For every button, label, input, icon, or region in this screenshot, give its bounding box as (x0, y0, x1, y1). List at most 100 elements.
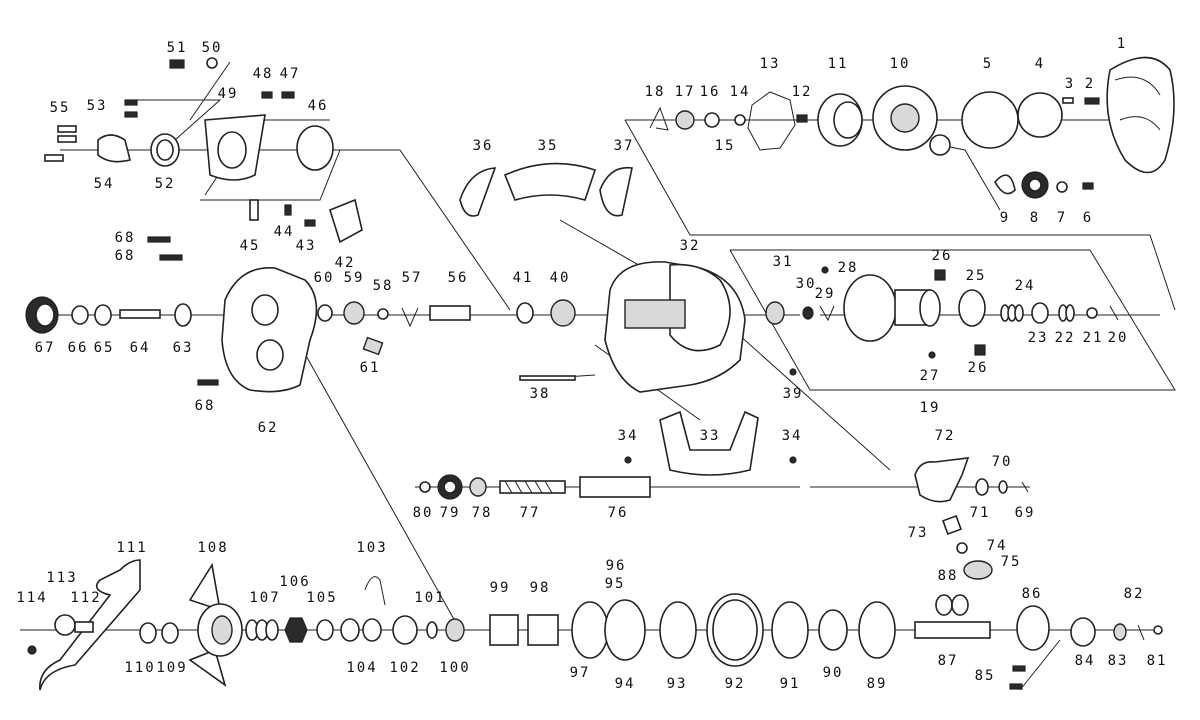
part-label-90: 90 (823, 665, 844, 681)
part-label-46: 46 (308, 98, 329, 114)
part-label-67: 67 (35, 340, 56, 356)
part-label-61: 61 (360, 360, 381, 376)
part-label-101: 101 (414, 590, 445, 606)
part-label-77: 77 (520, 505, 541, 521)
parts (25, 56, 1175, 691)
part-label-68b: 68 (115, 248, 136, 264)
part-label-73: 73 (908, 525, 929, 541)
part-label-93: 93 (667, 676, 688, 692)
part-label-7: 7 (1057, 210, 1067, 226)
part-label-71: 71 (970, 505, 991, 521)
drive-gear-part (604, 599, 646, 661)
part-label-70: 70 (992, 454, 1013, 470)
line-guide-part (914, 457, 970, 503)
part-label-79: 79 (440, 505, 461, 521)
nut-part (284, 617, 308, 643)
part-label-33: 33 (700, 428, 721, 444)
part-label-94: 94 (615, 676, 636, 692)
part-label-64: 64 (130, 340, 151, 356)
part-label-38: 38 (530, 386, 551, 402)
part-label-50: 50 (202, 40, 223, 56)
part-label-10: 10 (890, 56, 911, 72)
part-label-18: 18 (645, 84, 666, 100)
part-label-40: 40 (550, 270, 571, 286)
side-cover-part (1106, 56, 1175, 174)
part-label-110: 110 (124, 660, 155, 676)
part-label-69: 69 (1015, 505, 1036, 521)
part-label-84: 84 (1075, 653, 1096, 669)
part-label-53: 53 (87, 98, 108, 114)
part-label-41: 41 (513, 270, 534, 286)
part-label-80: 80 (413, 505, 434, 521)
part-label-1: 1 (1117, 36, 1127, 52)
part-label-102: 102 (389, 660, 420, 676)
part-label-4: 4 (1035, 56, 1045, 72)
part-label-75: 75 (1001, 554, 1022, 570)
part-label-28: 28 (838, 260, 859, 276)
part-label-11: 11 (828, 56, 849, 72)
part-label-89: 89 (867, 676, 888, 692)
part-label-36: 36 (473, 138, 494, 154)
part-number-labels: 1234567891011121314151617181920212223242… (16, 36, 1168, 692)
part-label-20: 20 (1108, 330, 1129, 346)
part-label-22: 22 (1055, 330, 1076, 346)
part-label-100: 100 (439, 660, 470, 676)
part-label-49: 49 (218, 86, 239, 102)
part-label-82: 82 (1124, 586, 1145, 602)
part-label-26a: 26 (932, 248, 953, 264)
part-label-48: 48 (253, 66, 274, 82)
part-label-24: 24 (1015, 278, 1036, 294)
part-label-55: 55 (50, 100, 71, 116)
part-label-30: 30 (796, 276, 817, 292)
roller-bearing-part (489, 614, 519, 646)
part-label-72: 72 (935, 428, 956, 444)
pinion-shaft-part (429, 305, 471, 321)
part-label-19: 19 (920, 400, 941, 416)
part-label-32: 32 (680, 238, 701, 254)
spring-set-part (44, 125, 77, 162)
part-label-29: 29 (815, 286, 836, 302)
one-way-gear-part (1016, 605, 1050, 651)
part-label-86: 86 (1022, 586, 1043, 602)
part-label-78: 78 (472, 505, 493, 521)
part-label-52: 52 (155, 176, 176, 192)
star-drag-part (188, 562, 243, 687)
part-label-25: 25 (966, 268, 987, 284)
part-label-99: 99 (490, 580, 511, 596)
ratchet-wheel-part (858, 601, 896, 659)
part-label-114: 114 (16, 590, 47, 606)
part-label-112: 112 (70, 590, 101, 606)
part-label-26b: 26 (968, 360, 989, 376)
part-label-95: 95 (605, 576, 626, 592)
part-label-6: 6 (1083, 210, 1093, 226)
frame-cover-top-part (503, 162, 597, 201)
side-plate-part (221, 267, 318, 393)
part-label-35: 35 (538, 138, 559, 154)
part-label-15: 15 (715, 138, 736, 154)
part-label-12: 12 (792, 84, 813, 100)
part-label-23: 23 (1028, 330, 1049, 346)
part-label-66: 66 (68, 340, 89, 356)
part-label-2: 2 (1085, 76, 1095, 92)
part-label-31: 31 (773, 254, 794, 270)
part-label-96: 96 (606, 558, 627, 574)
part-label-83: 83 (1108, 653, 1129, 669)
spool-spring-part (1000, 304, 1024, 322)
part-label-39: 39 (783, 386, 804, 402)
part-label-111: 111 (116, 540, 147, 556)
part-label-68c: 68 (195, 398, 216, 414)
part-label-88: 88 (938, 568, 959, 584)
part-label-54: 54 (94, 176, 115, 192)
part-label-63: 63 (173, 340, 194, 356)
part-label-81: 81 (1147, 653, 1168, 669)
frame-cover-left-part (459, 167, 497, 217)
part-label-58: 58 (373, 278, 394, 294)
clip-ring-part (1017, 92, 1063, 138)
part-label-68a: 68 (115, 230, 136, 246)
frame-cover-right-part (599, 166, 633, 217)
part-label-37: 37 (614, 138, 635, 154)
part-label-3: 3 (1065, 76, 1075, 92)
clamp-part (659, 410, 759, 476)
part-label-85: 85 (975, 668, 996, 684)
